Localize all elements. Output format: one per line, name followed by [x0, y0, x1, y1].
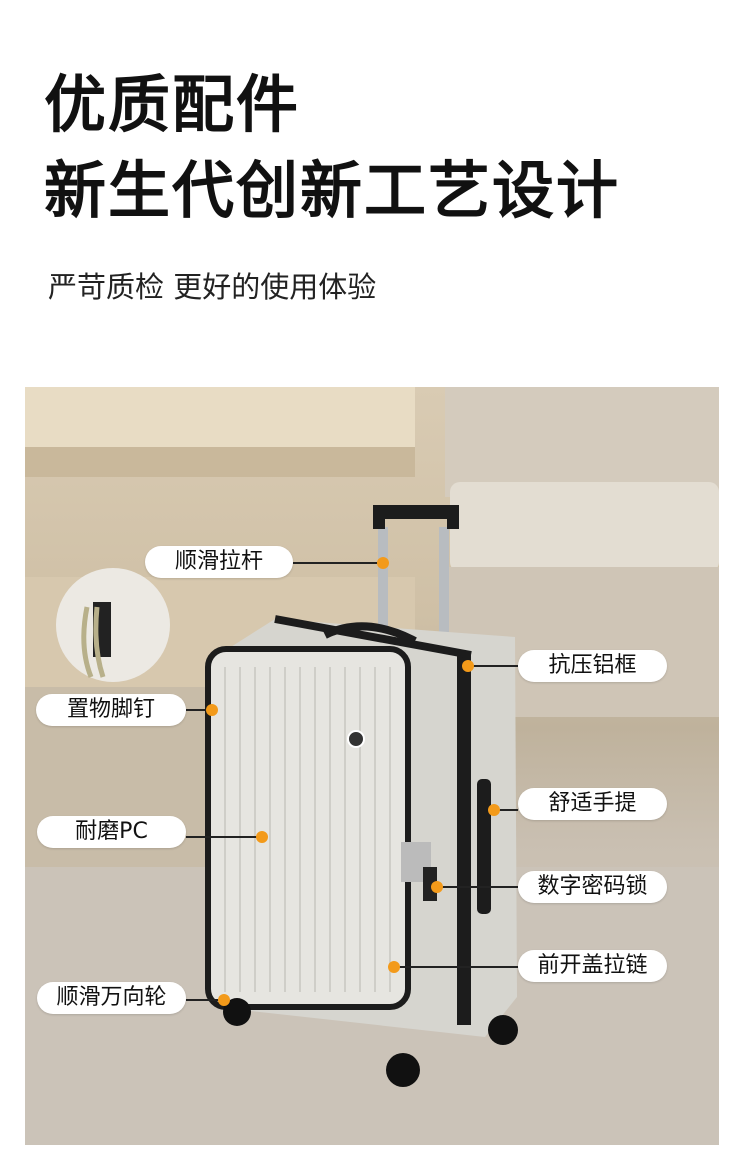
callout-dot — [488, 804, 500, 816]
title-line-2: 新生代创新工艺设计 — [44, 154, 621, 227]
callout-dot — [377, 557, 389, 569]
callout-front-zipper: 前开盖拉链 — [518, 950, 667, 982]
callout-dot — [388, 961, 400, 973]
title-line-1: 优质配件 — [44, 68, 301, 141]
callout-dot — [206, 704, 218, 716]
callout-dot — [218, 994, 230, 1006]
product-photo — [25, 387, 719, 1145]
callout-aluminum-frame: 抗压铝框 — [518, 650, 667, 682]
foot-nail-inset — [56, 568, 170, 682]
callout-combination-lock: 数字密码锁 — [518, 871, 667, 903]
callout-dot — [431, 881, 443, 893]
callout-dot — [462, 660, 474, 672]
callout-foot-nail: 置物脚钉 — [36, 694, 186, 726]
callout-handle: 舒适手提 — [518, 788, 667, 820]
callout-dot — [256, 831, 268, 843]
callout-trolley: 顺滑拉杆 — [145, 546, 293, 578]
suitcase-illustration — [25, 387, 719, 1145]
callout-pc-shell: 耐磨PC — [37, 816, 186, 848]
callout-spinner-wheels: 顺滑万向轮 — [37, 982, 186, 1014]
subtitle: 严苛质检 更好的使用体验 — [48, 270, 377, 304]
